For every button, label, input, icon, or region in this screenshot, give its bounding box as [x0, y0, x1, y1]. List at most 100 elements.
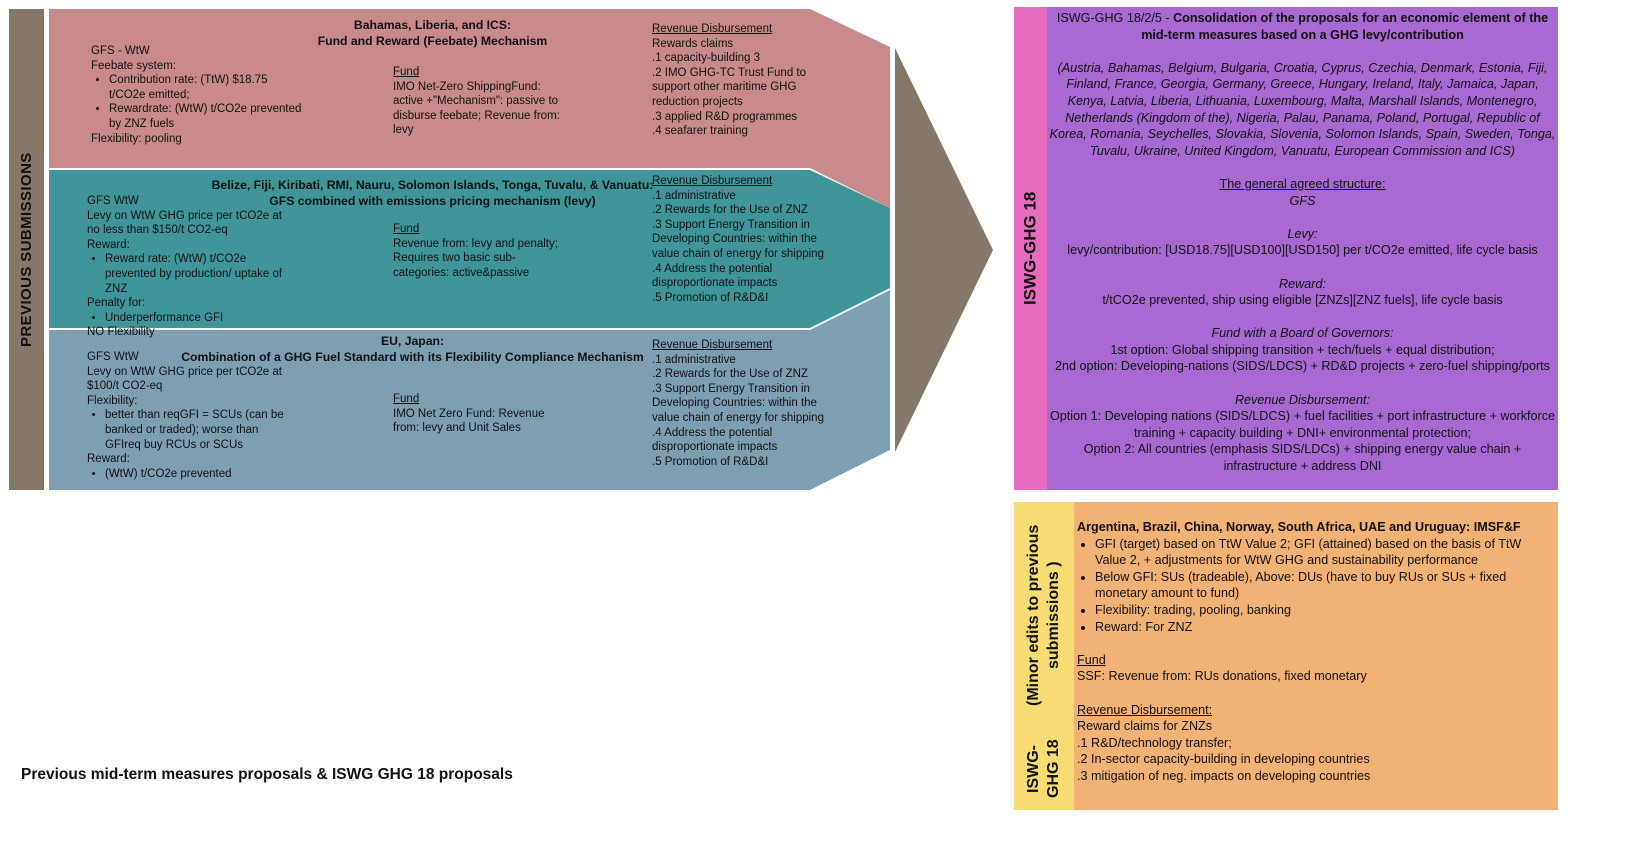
list-item: .3 Support Energy Transition in Developi… [652, 382, 824, 424]
list-item: .3 mitigation of neg. impacts on develop… [1077, 768, 1371, 783]
list-item: .4 seafarer training [652, 125, 748, 138]
right-top-reward-val: t/tCO2e prevented, ship using eligible [… [1102, 293, 1503, 308]
side-bar [9, 9, 44, 490]
row3-title-line1: EU, Japan: [381, 334, 444, 348]
row2-fund-head: Fund [393, 223, 420, 235]
list-item: (WtW) t/CO2e prevented [105, 467, 297, 482]
row2-left: GFS WtW Levy on WtW GHG price per tCO2e … [87, 194, 297, 340]
list-item: .2 IMO GHG-TC Trust Fund to support othe… [652, 66, 807, 108]
list-item: .5 Promotion of R&D&I [652, 455, 769, 468]
list-item: Contribution rate: (TtW) $18.75 t/CO2e e… [109, 73, 306, 102]
right-bottom-content: Argentina, Brazil, China, Norway, South … [1077, 519, 1555, 785]
row3-title: EU, Japan: Combination of a GHG Fuel Sta… [170, 334, 655, 365]
right-top-panel [1047, 7, 1558, 490]
row3-left: GFS WtW Levy on WtW GHG price per tCO2e … [87, 350, 297, 481]
rows-graphic [49, 9, 993, 490]
right-bottom-yellow-bar [1014, 502, 1074, 810]
right-top-fund-head: Fund with a Board of Governors: [1211, 326, 1394, 341]
row3-fund-head: Fund [393, 393, 420, 405]
row2-title-line2: GFS combined with emissions pricing mech… [269, 193, 596, 208]
right-bottom-bullets: GFI (target) based on TtW Value 2; GFI (… [1077, 536, 1555, 636]
row2-fund: Fund Revenue from: levy and penalty; Req… [393, 222, 568, 280]
list-item: .1 administrative [652, 353, 736, 366]
row3-left-mid: Reward: [87, 453, 130, 466]
row3-revenue: Revenue Disbursement .1 administrative .… [652, 338, 824, 469]
list-item: .1 administrative [652, 189, 736, 202]
row1-title: Bahamas, Liberia, and ICS: Fund and Rewa… [260, 18, 605, 49]
row1-shape [49, 9, 890, 208]
list-item: GFS WtW [87, 195, 139, 207]
row2-left-tail: NO Flexibility [87, 326, 155, 339]
right-bottom-rev-head: Revenue Disbursement: [1077, 702, 1213, 717]
right-top-fund-opt1: 1st option: Global shipping transition +… [1110, 342, 1495, 357]
right-bottom-fund-head: Fund [1077, 652, 1106, 667]
right-bottom-fund-text: SSF: Revenue from: RUs donations, fixed … [1077, 669, 1367, 684]
right-top-doc-ref: ISWG-GHG 18/2/5 - [1056, 11, 1174, 25]
row3-left-bullets1: better than reqGFI = SCUs (can be banked… [87, 408, 297, 452]
row3-rev-head: Revenue Disbursement [652, 339, 773, 351]
row1-fund: Fund IMO Net-Zero ShippingFund: active +… [393, 65, 568, 138]
row1-title-line1: Bahamas, Liberia, and ICS: [353, 18, 512, 32]
row2-left-mid: Penalty for: [87, 297, 146, 310]
list-item: better than reqGFI = SCUs (can be banked… [105, 408, 297, 452]
row1-fund-head: Fund [393, 66, 420, 78]
right-top-levy-head: Levy: [1287, 226, 1318, 241]
list-item: .1 R&D/technology transfer; [1077, 735, 1232, 750]
row2-fund-text: Revenue from: levy and penalty; Requires… [393, 237, 558, 279]
right-top-structure-val: GFS [1289, 193, 1316, 208]
list-item: Levy on WtW GHG price per tCO2e at no le… [87, 209, 282, 237]
row1-left-bullets: Contribution rate: (TtW) $18.75 t/CO2e e… [91, 73, 306, 131]
right-bottom-label-line2: (Minor edits to previous submissions ) [1025, 524, 1062, 706]
list-item: Levy on WtW GHG price per tCO2e at $100/… [87, 365, 282, 393]
row3-shape [49, 290, 890, 490]
row1-revenue: Revenue Disbursement Rewards claims .1 c… [652, 22, 812, 139]
list-item: Reward rate: (WtW) t/CO2e prevented by p… [105, 252, 297, 296]
right-top-content: ISWG-GHG 18/2/5 - Consolidation of the p… [1049, 10, 1556, 475]
right-bottom-label-line1: ISWG-GHG 18 [1025, 739, 1062, 799]
list-item: Reward: For ZNZ [1095, 619, 1555, 636]
caption: Previous mid-term measures proposals & I… [21, 766, 513, 783]
right-top-rev-head: Revenue Disbursement: [1234, 392, 1371, 407]
list-item: Flexibility: trading, pooling, banking [1095, 602, 1555, 619]
list-item: .4 Address the potential disproportionat… [652, 426, 778, 454]
right-top-structure-head: The general agreed structure: [1219, 176, 1386, 191]
right-top-rev-opt2: Option 2: All countries (emphasis SIDS/L… [1083, 442, 1522, 474]
list-item: Reward: [87, 238, 130, 251]
row3-fund: Fund IMO Net Zero Fund: Revenue from: le… [393, 392, 553, 436]
row3-fund-text: IMO Net Zero Fund: Revenue from: levy an… [393, 407, 545, 435]
right-top-countries: (Austria, Bahamas, Belgium, Bulgaria, Cr… [1049, 60, 1556, 158]
list-item: .2 Rewards for the Use of ZNZ [652, 204, 808, 217]
row2-left-bullets2: Underperformance GFI [87, 311, 297, 326]
row1-left-head: GFS - WtW [91, 45, 150, 57]
arrow-shape [895, 48, 993, 452]
list-item: .1 capacity-building 3 [652, 52, 761, 65]
row2-title-line1: Belize, Fiji, Kiribati, RMI, Nauru, Solo… [211, 178, 654, 192]
row1-rev-head: Revenue Disbursement [652, 23, 773, 35]
list-item: GFI (target) based on TtW Value 2; GFI (… [1095, 536, 1555, 569]
right-top-label: ISWG-GHG 18 [1020, 191, 1040, 306]
right-top-doc: ISWG-GHG 18/2/5 - Consolidation of the p… [1049, 10, 1556, 43]
row2-shape [49, 170, 890, 328]
row2-rev-head: Revenue Disbursement [652, 175, 773, 187]
list-item: .5 Promotion of R&D&I [652, 291, 769, 304]
list-item: .2 Rewards for the Use of ZNZ [652, 368, 808, 381]
row2-title: Belize, Fiji, Kiribati, RMI, Nauru, Solo… [205, 178, 660, 209]
row1-title-line2: Fund and Reward (Feebate) Mechanism [317, 33, 548, 48]
row3-left-bullets2: (WtW) t/CO2e prevented [87, 467, 297, 482]
row1-left-sub: Feebate system: [91, 59, 177, 72]
right-bottom-title: Argentina, Brazil, China, Norway, South … [1077, 520, 1521, 534]
right-bottom-label: ISWG-GHG 18 (Minor edits to previous sub… [1014, 502, 1074, 810]
list-item: Below GFI: SUs (tradeable), Above: DUs (… [1095, 569, 1555, 602]
list-item: Flexibility: [87, 394, 138, 407]
right-top-fund-opt2: 2nd option: Developing-nations (SIDS/LDC… [1055, 359, 1550, 374]
list-item: GFS WtW [87, 351, 139, 363]
list-item: .3 Support Energy Transition in Developi… [652, 218, 824, 260]
list-item: .2 In-sector capacity-building in develo… [1077, 752, 1370, 767]
list-item: Rewards claims [652, 37, 734, 50]
right-top-doc-title: Consolidation of the proposals for an ec… [1141, 11, 1549, 42]
row3-title-line2: Combination of a GHG Fuel Standard with … [181, 349, 644, 364]
list-item: .4 Address the potential disproportionat… [652, 262, 778, 290]
row1-fund-text: IMO Net-Zero ShippingFund: active +"Mech… [393, 80, 560, 137]
list-item: Reward claims for ZNZs [1077, 719, 1213, 734]
right-top-pink-bar [1014, 7, 1047, 490]
